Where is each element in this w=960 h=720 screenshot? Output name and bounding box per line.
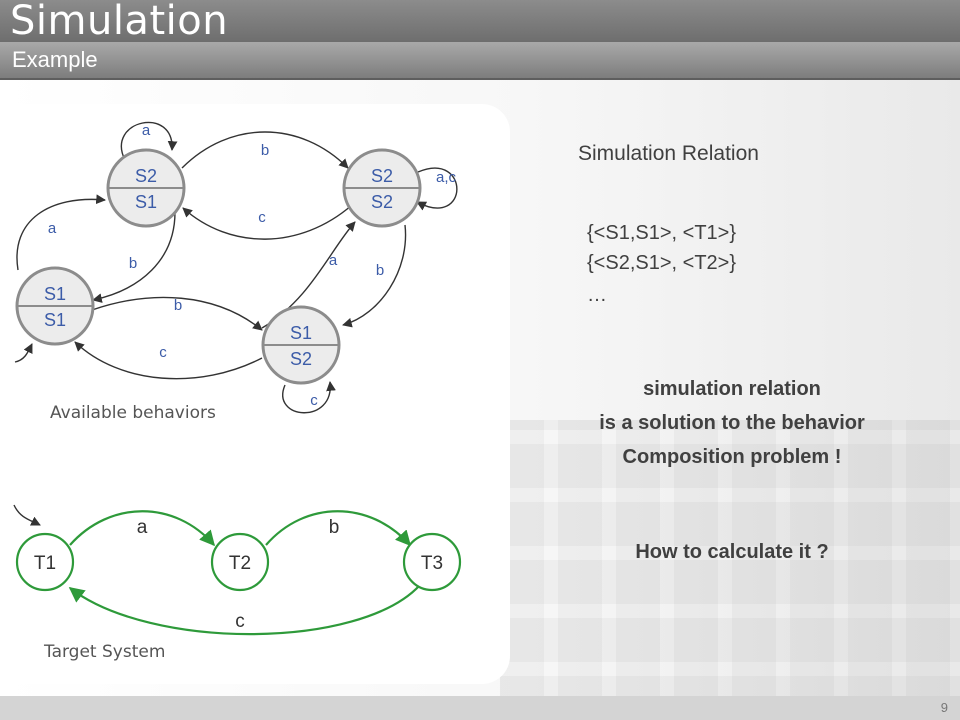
- target-start-arrow: [13, 504, 41, 526]
- edge-s1s1-to-s2s1: [16, 194, 106, 271]
- edge-loop-s1s2: [282, 381, 336, 414]
- state-t3: T3: [402, 532, 462, 592]
- relation-line-2: {<S2,S1>, <T2>}: [587, 252, 737, 274]
- state-s1s1: S1 S1: [15, 266, 95, 346]
- state-t2-label: T2: [229, 553, 251, 574]
- edge-t2-t3: [265, 510, 412, 547]
- relation-line-3: …: [587, 284, 607, 306]
- label-loop-s2s2: a,c: [436, 169, 457, 186]
- label-loop-s2s1: a: [142, 122, 151, 139]
- start-arrow-s1s1: [14, 343, 33, 363]
- state-s2s2: S2 S2: [342, 148, 422, 228]
- state-s1s1-top: S1: [44, 284, 66, 304]
- label-s1s1-to-s1s2: b: [174, 297, 182, 314]
- label-s1s1-to-s2s1: a: [48, 220, 57, 237]
- label-s2s1-to-s2s2: b: [261, 142, 269, 159]
- label-t2-t3: b: [329, 517, 340, 538]
- available-behaviors-diagram: S2 S1 S2 S2 S1 S1 S1 S2 a b c a,c a b a …: [14, 121, 458, 414]
- statement-line-3: Composition problem !: [622, 446, 842, 468]
- edge-t3-t1: [68, 584, 421, 636]
- state-s1s2-top: S1: [290, 323, 312, 343]
- label-s2s1-to-s1s1: b: [129, 255, 137, 272]
- label-s2s2-to-s2s1: c: [258, 209, 266, 226]
- edge-s2s2-to-s1s2: [342, 224, 407, 328]
- state-t1: T1: [15, 532, 75, 592]
- slide-title: Simulation: [10, 0, 229, 44]
- label-s2s2-to-s1s2: b: [376, 262, 384, 279]
- state-s2s2-top: S2: [371, 166, 393, 186]
- title-bar: [0, 0, 960, 42]
- state-s2s2-bottom: S2: [371, 192, 393, 212]
- state-s2s1: S2 S1: [106, 148, 186, 228]
- state-s2s1-bottom: S1: [135, 192, 157, 212]
- state-t2: T2: [210, 532, 270, 592]
- subtitle-bar: [0, 42, 960, 80]
- label-t3-t1: c: [235, 611, 245, 632]
- edge-loop-s2s2: [416, 167, 458, 211]
- label-s1s2-to-s1s1: c: [159, 344, 167, 361]
- question-text: How to calculate it ?: [635, 541, 829, 563]
- target-system-diagram: T1 T2 T3 a b c: [13, 504, 462, 636]
- edge-s1s2-to-s1s1: [74, 341, 263, 380]
- available-behaviors-caption: Available behaviors: [50, 403, 216, 423]
- edge-s2s2-to-s2s1: [182, 204, 353, 240]
- label-s1s2-to-s2s2: a: [329, 252, 338, 269]
- relation-heading: Simulation Relation: [578, 142, 759, 165]
- state-s1s2-bottom: S2: [290, 349, 312, 369]
- slide-subtitle: Example: [12, 47, 98, 72]
- statement-line-1: simulation relation: [643, 378, 821, 400]
- label-t1-t2: a: [137, 517, 148, 538]
- state-t3-label: T3: [421, 553, 443, 574]
- label-loop-s1s2: c: [310, 392, 318, 409]
- background-texture: [500, 420, 960, 720]
- relation-line-1: {<S1,S1>, <T1>}: [587, 222, 737, 244]
- state-s1s1-bottom: S1: [44, 310, 66, 330]
- target-system-caption: Target System: [44, 642, 166, 662]
- edge-s2s1-to-s1s1: [92, 211, 176, 303]
- footer-bar: [0, 696, 960, 720]
- edge-s1s1-to-s1s2: [91, 296, 263, 331]
- state-t1-label: T1: [34, 553, 56, 574]
- edge-t1-t2: [69, 510, 216, 547]
- edge-s2s1-to-s2s2: [181, 131, 349, 169]
- edge-loop-s2s1: [120, 121, 178, 161]
- statement-line-2: is a solution to the behavior: [599, 412, 865, 434]
- page-number: 9: [940, 700, 948, 715]
- state-s2s1-top: S2: [135, 166, 157, 186]
- state-s1s2: S1 S2: [261, 305, 341, 385]
